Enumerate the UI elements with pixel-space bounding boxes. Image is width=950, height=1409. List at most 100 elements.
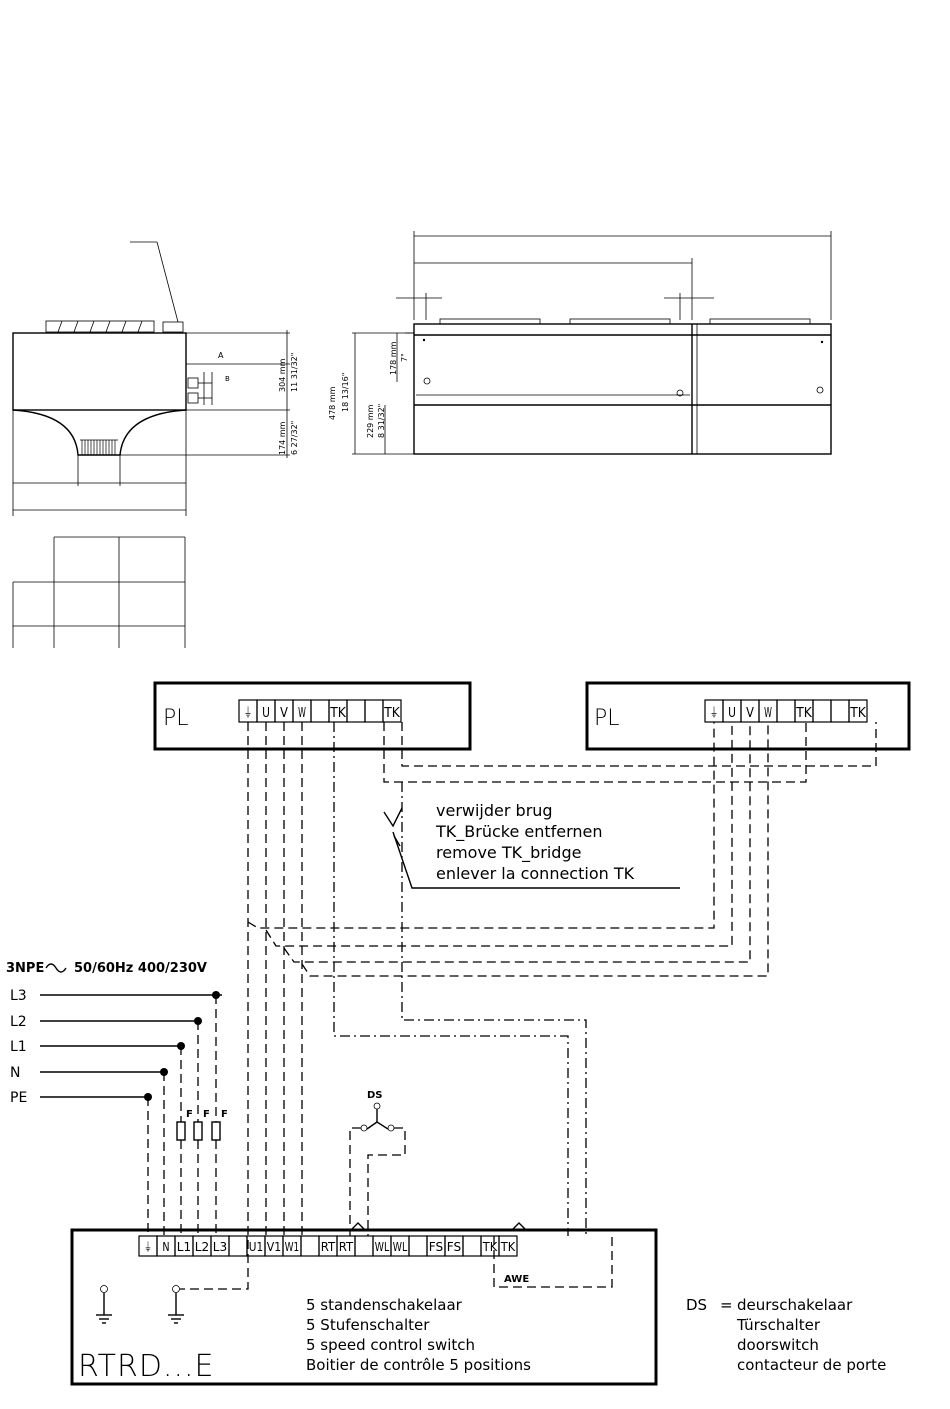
pl-left-cell-7 [364,699,384,723]
legend-line-2: Türschalter [736,1316,821,1334]
controller-cell-12 [354,1235,374,1257]
controller-terminal-1: N [162,1240,169,1254]
line-n: N [10,1065,20,1081]
controller-terminal-8: W1 [285,1240,299,1254]
legend-eq: = [720,1296,733,1314]
pl-right-cell-7 [830,699,850,723]
controller-terminal-19: TK [482,1240,498,1254]
controller-name: RTRD...E [78,1349,215,1384]
controller-cell-20 [498,1235,518,1257]
bridge-note-line-1: verwijder brug [436,801,553,820]
supply-spec: 50/60Hz 400/230V [74,961,207,976]
controller-cell-9 [300,1235,320,1257]
label-a: A [218,351,224,360]
legend: DS = deurschakelaar Türschalter doorswit… [686,1296,886,1374]
controller-terminal-13: WL [375,1240,390,1254]
controller-cell-5 [228,1235,248,1257]
pl-right-terminal-1: U [728,706,736,721]
controller-terminal-2: L1 [177,1240,191,1254]
controller-cell-18 [462,1235,482,1257]
pl-right-cell-4 [776,699,796,723]
line-l1: L1 [10,1039,27,1055]
controller-terminal-10: RT [321,1240,336,1254]
controller-desc-1: 5 standenschakelaar [306,1296,463,1314]
pl-right-terminal-8: TK [849,706,866,721]
dim-front-upper: 178 mm [389,341,398,375]
bridge-note-line-2: TK_Brücke entfernen [435,822,603,842]
supply-labels: 3NPE 50/60Hz 400/230V L3 L2 L1 N PE F F … [6,961,228,1120]
controller-desc-3: 5 speed control switch [306,1336,475,1354]
controller-terminal-20: TK [500,1240,516,1254]
dim-side-lower-inch: 6 27/32" [290,421,299,455]
pl-right-terminal-5: TK [795,706,812,721]
fuse-label-2: F [203,1109,210,1120]
dim-side-lower: 174 mm [278,421,287,455]
grid-table [12,536,186,648]
pl-right-label: PL [594,706,620,731]
line-pe: PE [10,1090,27,1106]
legend-line-4: contacteur de porte [737,1356,886,1374]
controller-terminal-0: ⏚ [144,1240,151,1254]
line-l3: L3 [10,988,27,1004]
legend-line-3: doorswitch [737,1336,819,1354]
controller-terminal-6: U1 [249,1240,263,1254]
awe-label: AWE [504,1274,529,1285]
controller-desc-2: 5 Stufenschalter [306,1316,430,1334]
controller-terminal-16: FS [429,1240,443,1254]
dim-side-upper-inch: 11 31/32" [290,353,299,392]
legend-line-1: deurschakelaar [737,1296,853,1314]
wiring [40,722,877,1290]
pl-left-terminal-5: TK [329,706,346,721]
pl-left-terminal-8: TK [383,706,400,721]
dim-front-total: 478 mm [328,386,337,420]
controller-cell-15 [408,1235,428,1257]
pl-left-terminal-2: V [280,706,288,721]
controller-desc-4: Boitier de contrôle 5 positions [306,1356,531,1374]
dim-side-upper: 304 mm [278,358,287,392]
controller-terminal-4: L3 [213,1240,227,1254]
bridge-note: verwijder brug TK_Brücke entfernen remov… [435,801,635,883]
fuse-label-3: F [221,1109,228,1120]
dim-front-lower-inch: 8 31/32" [377,404,386,438]
pl-right-terminal-3: W [764,706,772,721]
pl-left-label: PL [163,706,189,731]
dim-front-total-inch: 18 13/16" [341,373,350,412]
controller-terminal-7: V1 [267,1240,281,1254]
controller-terminal-14: WL [393,1240,408,1254]
line-l2: L2 [10,1014,27,1030]
pl-left-cell-8 [382,699,402,723]
pl-right-cell-8 [848,699,868,723]
pl-right-terminal-0: ⏚ [710,706,718,721]
supply-title: 3NPE [6,961,44,976]
side-view-drawing: A B 304 mm 11 31/32" 174 mm 6 27/32" [12,241,299,516]
bridge-note-line-3: remove TK_bridge [436,843,581,863]
legend-key: DS [686,1296,707,1314]
pl-left-cell-4 [310,699,330,723]
pl-left-terminal-3: W [298,706,306,721]
pl-left-terminal-0: ⏚ [244,706,252,721]
front-view-drawing: 478 mm 18 13/16" 229 mm 8 31/32" 178 mm … [328,231,832,455]
ac-wave-icon [45,963,67,973]
bridge-note-line-4: enlever la connection TK [436,864,635,883]
pl-left-terminal-1: U [262,706,270,721]
door-switch-label: DS [367,1090,383,1101]
label-b: B [225,375,230,383]
nozzle-grille [81,440,116,455]
fuse-label-1: F [186,1109,193,1120]
controller-terminal-17: FS [447,1240,461,1254]
controller-terminal-3: L2 [195,1240,209,1254]
dim-front-lower: 229 mm [366,404,375,438]
pl-right-cell-6 [812,699,832,723]
pl-right-terminal-2: V [746,706,754,721]
controller-terminal-11: RT [339,1240,354,1254]
pl-left-cell-6 [346,699,366,723]
dim-front-upper-inch: 7" [400,353,409,362]
